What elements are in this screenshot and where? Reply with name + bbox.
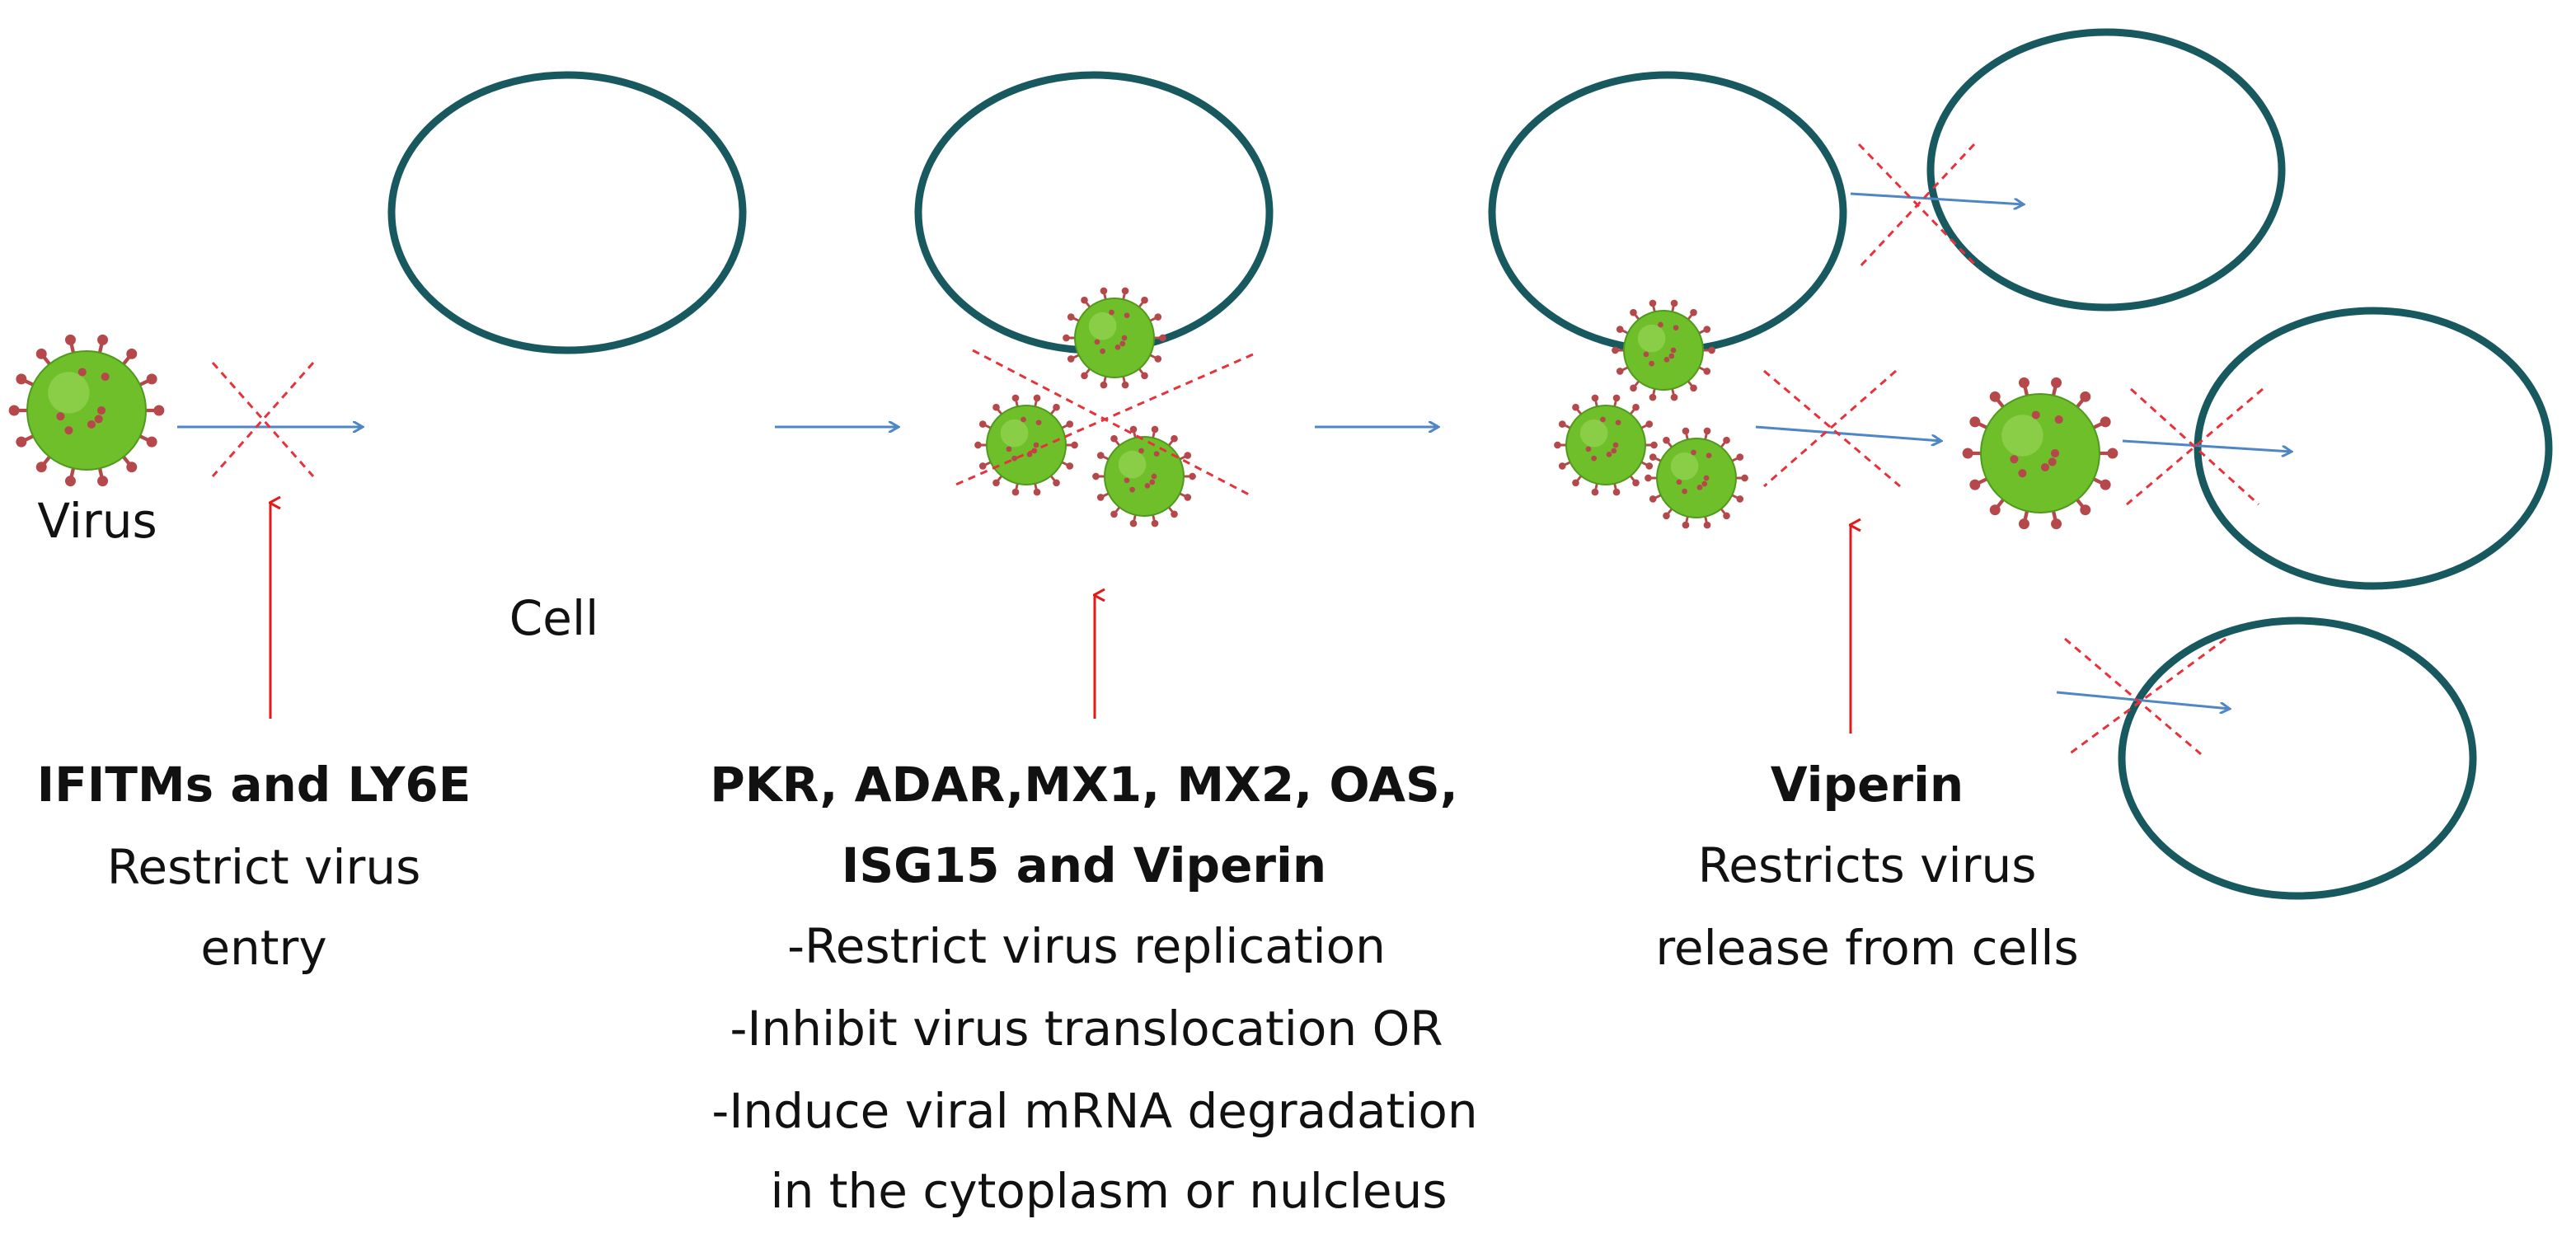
- annotation-replication-text: -Inhibit virus translocation OR: [730, 1001, 1443, 1057]
- virus-icon: [1063, 287, 1166, 389]
- virus-icon: [1645, 427, 1748, 529]
- block-cross-release: [1763, 369, 1901, 488]
- flow-arrow: [1850, 192, 2024, 204]
- block-cross-replication: [951, 349, 1254, 496]
- annotation-entry-text: Restrict virus: [107, 839, 421, 895]
- virus-label: Virus: [37, 493, 157, 549]
- annotation-entry-text: entry: [200, 920, 326, 976]
- annotation-release-text: release from cells: [1655, 920, 2078, 976]
- virus-icon: [1092, 425, 1196, 527]
- annotation-replication-text: -Induce viral mRNA degradation: [711, 1083, 1477, 1139]
- block-cross-cell4: [1857, 143, 1980, 270]
- cell-4: [1926, 28, 2286, 312]
- annotation-replication-heading: PKR, ADAR,MX1, MX2, OAS,: [710, 757, 1458, 813]
- flow-arrow: [2122, 439, 2292, 452]
- flow-arrow: [1755, 425, 1941, 441]
- virus-icon: [8, 334, 165, 487]
- annotation-entry-heading: IFITMs and LY6E: [37, 757, 472, 813]
- virus-icon: [1962, 377, 2119, 530]
- cell-label: Cell: [509, 590, 598, 646]
- cell-5: [2194, 307, 2553, 590]
- virus-icon: [974, 394, 1078, 496]
- virus-icon: [1554, 394, 1658, 496]
- block-cross-cell5: [2126, 387, 2264, 506]
- cell-6: [2118, 616, 2477, 900]
- block-cross-cell6: [2064, 637, 2226, 756]
- cell-3: [1488, 71, 1847, 354]
- block-cross-entry: [211, 362, 315, 477]
- flow-arrow: [2056, 691, 2230, 709]
- cell-1: [387, 71, 747, 354]
- annotation-replication-text: -Restrict virus replication: [787, 918, 1386, 974]
- annotation-replication-text: in the cytoplasm or nulcleus: [770, 1163, 1447, 1219]
- annotation-replication-heading: ISG15 and Viperin: [842, 837, 1326, 893]
- virus-icon: [1612, 299, 1715, 401]
- annotation-release-heading: Viperin: [1771, 757, 1964, 813]
- annotation-release-text: Restricts virus: [1698, 837, 2037, 893]
